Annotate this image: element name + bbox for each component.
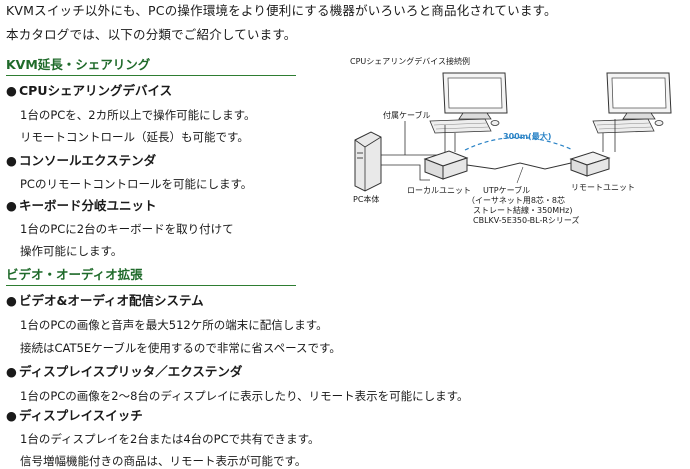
item-desc: 操作可能にします。 (20, 244, 123, 258)
item-desc: 接続はCAT5Eケーブルを使用するので非常に省スペースです。 (20, 341, 341, 355)
pc-label: PC本体 (353, 194, 379, 204)
distance-label: 300m(最大) (503, 131, 551, 141)
local-unit-icon (423, 150, 469, 180)
item-title-av-distribution: ●ビデオ&オーディオ配信システム (6, 293, 204, 308)
distance-arc (464, 137, 574, 151)
left-keyboard-icon (429, 118, 492, 134)
utp-label-3: ストレート結線・350MHz) (473, 205, 573, 215)
item-title-display-splitter: ●ディスプレイスプリッタ／エクステンダ (6, 364, 243, 379)
left-monitor-icon (442, 72, 508, 120)
local-unit-label: ローカルユニット (407, 186, 471, 195)
right-keyboard-icon (592, 118, 655, 134)
pc-tower-icon (354, 131, 382, 192)
section-heading-kvm-extension: KVM延長・シェアリング (6, 56, 296, 76)
intro-line-2: 本カタログでは、以下の分類でご紹介しています。 (6, 27, 297, 42)
left-mouse-icon (490, 120, 500, 126)
diagram-title: CPUシェアリングデバイス接続例 (350, 56, 470, 66)
utp-label-1: UTPケーブル (483, 185, 530, 195)
item-desc: 1台のPCを、2カ所以上で操作可能にします。 (20, 108, 256, 122)
cable-label: 付属ケーブル (383, 110, 431, 120)
remote-unit-icon (569, 151, 611, 177)
connection-diagram: CPUシェアリングデバイス接続例 付属ケーブル PC本体 ローカルユニット (350, 56, 672, 225)
item-title-display-switch: ●ディスプレイスイッチ (6, 408, 143, 423)
item-desc: 1台のPCの画像と音声を最大512ケ所の端末に配信します。 (20, 318, 328, 332)
item-title-cpu-sharing: ●CPUシェアリングデバイス (6, 83, 173, 98)
utp-label-2: （イーサネット用8芯・8芯 (467, 195, 565, 205)
item-desc: 1台のディスプレイを2台または4台のPCで共有できます。 (20, 432, 320, 446)
item-desc: リモートコントロール（延長）も可能です。 (20, 130, 249, 144)
item-desc: 信号増幅機能付きの商品は、リモート表示が可能です。 (20, 454, 307, 468)
item-desc: 1台のPCの画像を2～8台のディスプレイに表示したり、リモート表示を可能にします… (20, 389, 469, 403)
remote-unit-label: リモートユニット (571, 183, 635, 192)
item-desc: 1台のPCに2台のキーボードを取り付けて (20, 222, 234, 236)
right-monitor-icon (606, 72, 672, 120)
item-desc: PCのリモートコントロールを可能にします。 (20, 177, 253, 191)
utp-label-4: CBLKV-5E350-BL-Rシリーズ (473, 215, 580, 225)
section-heading-video-audio: ビデオ・オーディオ拡張 (6, 266, 296, 286)
intro-line-1: KVMスイッチ以外にも、PCの操作環境をより便利にする機器がいろいろと商品化され… (6, 3, 557, 18)
item-title-console-extender: ●コンソールエクステンダ (6, 153, 157, 168)
item-title-keyboard-splitter: ●キーボード分岐ユニット (6, 198, 157, 213)
right-mouse-icon (654, 120, 664, 126)
